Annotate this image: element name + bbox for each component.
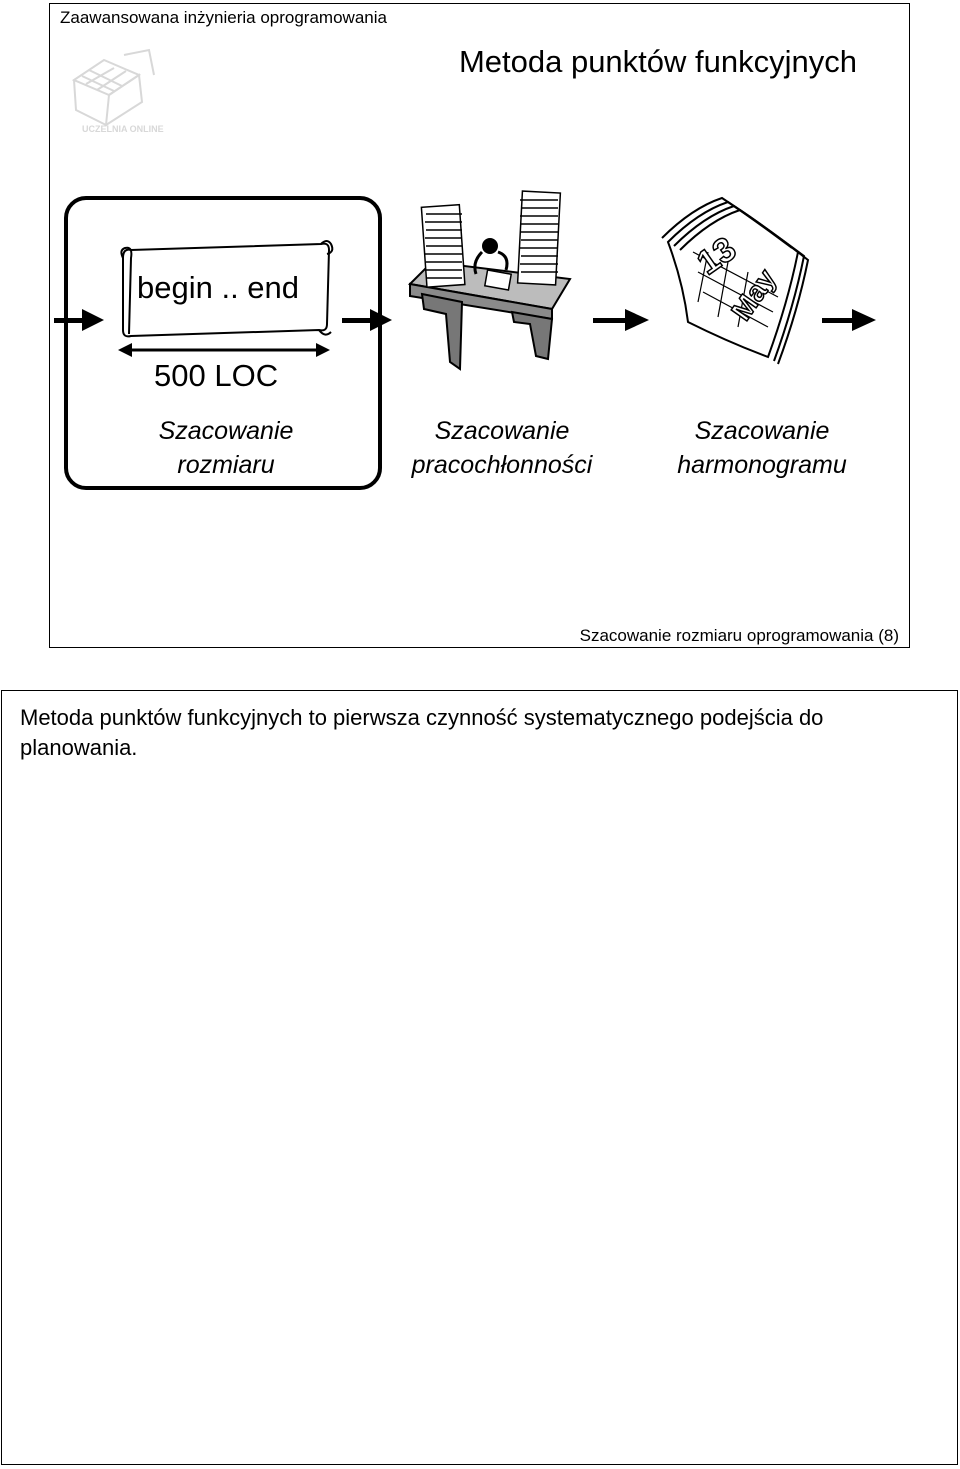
caption-schedule: Szacowanie harmonogramu [622,414,902,482]
flow-arrow-in [54,309,104,331]
code-text: begin .. end [137,270,300,305]
slide-footer: Szacowanie rozmiaru oprogramowania (8) [579,626,899,645]
flow-arrow-1 [342,309,392,331]
desk-paperwork-icon [407,190,572,371]
logo-text: UCZELNIA ONLINE [82,124,164,134]
caption-schedule-line2: harmonogramu [677,451,847,479]
size-estimation-box [64,196,382,490]
caption-schedule-line1: Szacowanie [694,417,830,445]
caption-size: Szacowanie rozmiaru [126,414,326,482]
caption-effort: Szacowanie pracochłonności [372,414,632,482]
caption-effort-line2: pracochłonności [411,451,593,479]
size-double-arrow [118,343,330,357]
slide-title: Metoda punktów funkcyjnych [458,44,857,79]
caption-size-line1: Szacowanie [158,417,294,445]
notes-panel: Metoda punktów funkcyjnych to pierwsza c… [1,690,958,1465]
university-logo: UCZELNIA ONLINE [71,48,164,134]
course-title: Zaawansowana inżynieria oprogramowania [60,8,387,27]
flow-arrow-3 [822,309,876,331]
slide: Zaawansowana inżynieria oprogramowania U… [49,3,910,648]
code-scroll-icon [120,240,334,338]
calendar-icon: 13 May [661,196,810,365]
caption-size-line2: rozmiaru [177,451,275,479]
notes-text: Metoda punktów funkcyjnych to pierwsza c… [20,705,824,760]
flow-arrow-2 [593,309,649,331]
caption-effort-line1: Szacowanie [434,417,570,445]
size-value: 500 LOC [154,358,279,393]
